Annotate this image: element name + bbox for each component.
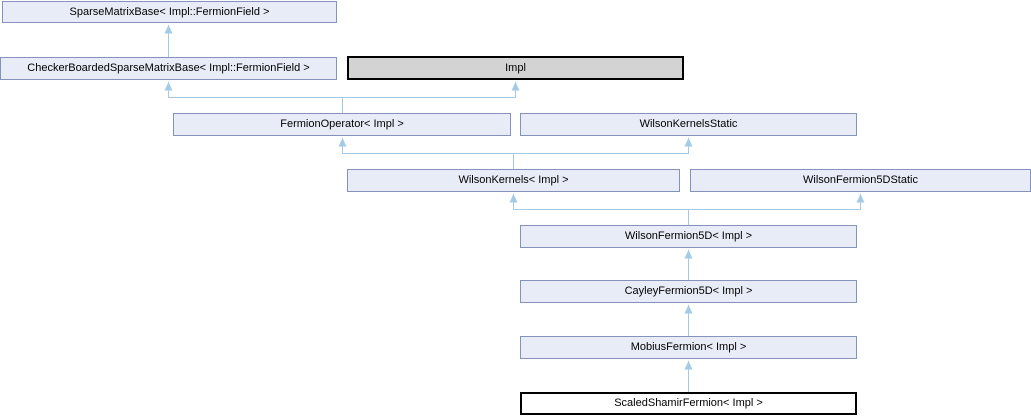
edge-wilsonfermion5d-to-parents (509, 194, 865, 225)
node-mobiusfermion[interactable]: MobiusFermion< Impl > (520, 336, 857, 359)
node-fermionoperator[interactable]: FermionOperator< Impl > (173, 113, 511, 136)
edge-wilsonkernels-to-parents (338, 138, 693, 169)
node-checkerboardedsparsematrixbase[interactable]: CheckerBoardedSparseMatrixBase< Impl::Fe… (0, 57, 337, 80)
node-wilsonfermion5dstatic[interactable]: WilsonFermion5DStatic (690, 169, 1031, 192)
edge-fermionoperator-to-parents (164, 82, 520, 113)
node-wilsonfermion5d[interactable]: WilsonFermion5D< Impl > (520, 225, 857, 248)
node-wilsonkernelsstatic[interactable]: WilsonKernelsStatic (520, 113, 857, 136)
node-cayleyfermion5d[interactable]: CayleyFermion5D< Impl > (520, 280, 857, 303)
node-sparsematrixbase[interactable]: SparseMatrixBase< Impl::FermionField > (2, 1, 337, 23)
node-scaledshamirfermion: ScaledShamirFermion< Impl > (520, 392, 857, 415)
node-wilsonkernels[interactable]: WilsonKernels< Impl > (347, 169, 680, 192)
node-impl: Impl (347, 56, 684, 80)
